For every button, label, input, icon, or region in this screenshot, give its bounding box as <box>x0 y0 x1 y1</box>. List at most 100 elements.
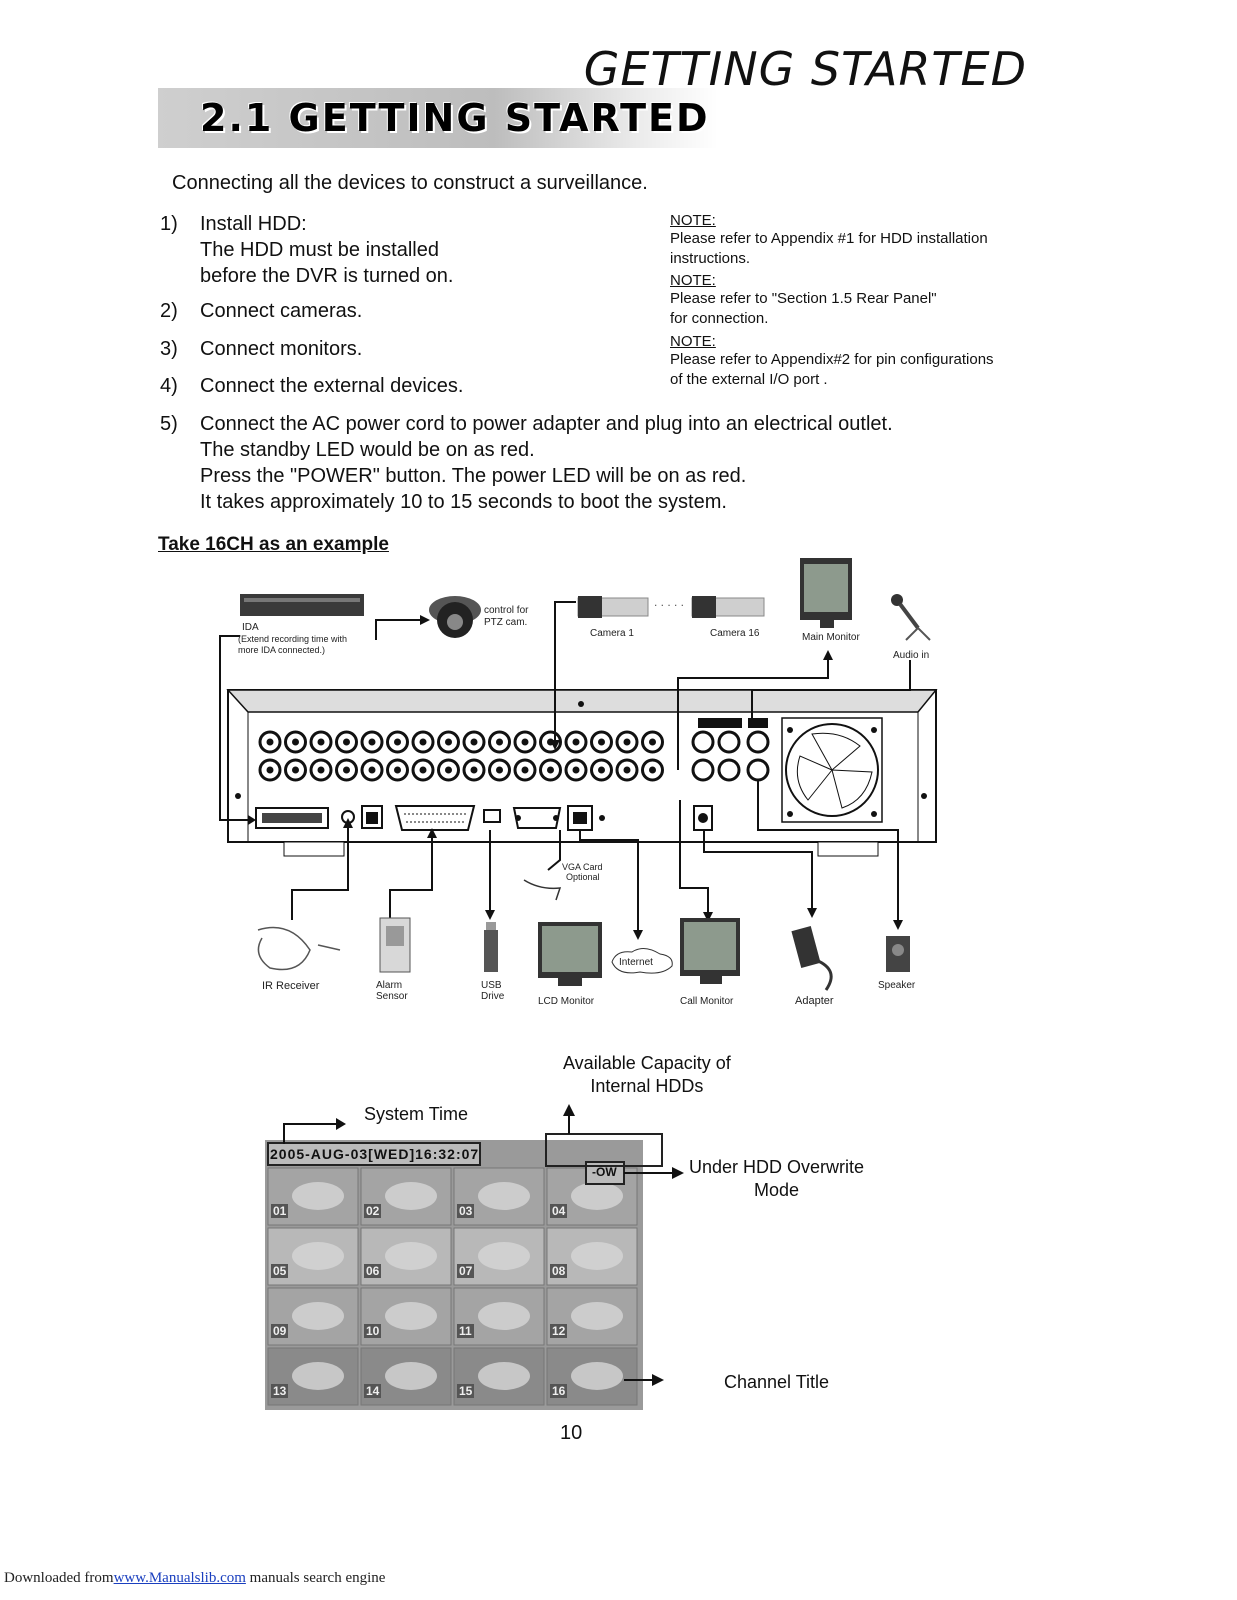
bnc-pin-icon <box>445 738 452 746</box>
camera-image-placeholder <box>571 1182 623 1210</box>
audio-in-label: Audio in <box>893 650 930 661</box>
call-monitor-icon <box>680 918 740 984</box>
camera-image-placeholder <box>292 1362 344 1390</box>
call-monitor-label: Call Monitor <box>680 996 734 1007</box>
bnc-pin-icon <box>623 738 631 746</box>
connection-lines <box>219 601 911 930</box>
step-number: 3) <box>160 338 178 360</box>
step-4: 4)Connect the external devices. <box>160 373 464 399</box>
microphone-icon <box>891 594 931 641</box>
step-2: 2)Connect cameras. <box>160 298 362 324</box>
bnc-pin-icon <box>572 738 580 746</box>
step-3: 3)Connect monitors. <box>160 336 362 362</box>
arrowheads <box>248 615 903 940</box>
osd-channel-number: 09 <box>271 1324 289 1338</box>
bnc-pin-icon <box>292 766 299 774</box>
camera-1-icon <box>577 596 649 618</box>
usb-label-line: USB <box>481 980 502 991</box>
ida-note: (Extend recording time with more IDA con… <box>238 634 347 656</box>
note-text: instructions. <box>670 250 751 267</box>
step-text: The standby LED would be on as red. <box>200 439 535 461</box>
osd-channel-number: 07 <box>457 1264 475 1278</box>
bnc-pin-icon <box>343 766 350 774</box>
timestamp-box <box>267 1142 481 1166</box>
note-2: NOTE: Please refer to "Section 1.5 Rear … <box>670 272 937 329</box>
step-text: before the DVR is turned on. <box>200 265 454 287</box>
vga-label-line: VGA Card <box>562 862 603 872</box>
bnc-pin-icon <box>521 738 529 746</box>
intro-text: Connecting all the devices to construct … <box>172 172 648 194</box>
capacity-label: Available Capacity of Internal HDDs <box>563 1052 731 1098</box>
overwrite-label: Under HDD Overwrite Mode <box>689 1156 864 1202</box>
alarm-label-line: Alarm <box>376 980 403 991</box>
section-banner <box>158 88 718 148</box>
osd-channel-number: 06 <box>364 1264 382 1278</box>
camera-image-placeholder <box>571 1362 623 1390</box>
ida-device-icon <box>240 594 364 616</box>
lcd-monitor-label: LCD Monitor <box>538 996 595 1007</box>
ida-note-line: (Extend recording time with <box>238 634 348 644</box>
bnc-pin-icon <box>649 738 656 746</box>
capacity-box <box>545 1133 663 1167</box>
note-heading: NOTE: <box>670 272 716 289</box>
internet-cloud-icon <box>611 948 673 974</box>
overwrite-label-line: Under HDD Overwrite <box>689 1157 865 1177</box>
osd-arrows <box>283 1116 672 1381</box>
footer-prefix: Downloaded from <box>4 1570 114 1586</box>
footer-link[interactable]: www.Manualslib.com <box>113 1570 246 1586</box>
capacity-label-line: Internal HDDs <box>590 1076 704 1096</box>
step-text: Connect the AC power cord to power adapt… <box>200 413 893 435</box>
bnc-pin-icon <box>598 738 605 746</box>
camera-image-placeholder <box>385 1362 437 1390</box>
osd-channel-number: 13 <box>271 1384 289 1398</box>
ptz-label-line: control for <box>484 605 529 616</box>
ir-receiver-icon <box>257 926 341 971</box>
speaker-label: Speaker <box>878 980 916 991</box>
osd-channel-number: 08 <box>550 1264 568 1278</box>
step-text: Install HDD: <box>200 213 307 235</box>
step-number: 4) <box>160 375 178 397</box>
alarm-label-line: Sensor <box>376 991 408 1002</box>
osd-channel-number: 01 <box>271 1204 289 1218</box>
camera-image-placeholder <box>478 1182 530 1210</box>
note-text: Please refer to Appendix#2 for pin confi… <box>670 351 994 368</box>
footer-suffix: manuals search engine <box>245 1570 386 1586</box>
bnc-loop-out-row <box>258 758 664 782</box>
bnc-pin-icon <box>266 738 274 746</box>
bnc-pin-icon <box>572 766 580 774</box>
ptz-camera-icon <box>429 596 481 638</box>
fan-icon <box>781 717 883 823</box>
osd-channel-number: 03 <box>457 1204 475 1218</box>
bnc-pin-icon <box>547 766 554 774</box>
camera-16-label: Camera 16 <box>710 628 760 639</box>
step-number: 2) <box>160 300 178 322</box>
adapter-icon <box>791 926 833 991</box>
note-text: for connection. <box>670 310 769 327</box>
bnc-pin-icon <box>649 766 656 774</box>
bnc-pin-icon <box>521 766 529 774</box>
bnc-pin-icon <box>419 766 427 774</box>
usb-drive-icon <box>484 922 498 972</box>
bnc-pin-icon <box>496 766 503 774</box>
osd-channel-number: 14 <box>364 1384 382 1398</box>
camera-image-placeholder <box>292 1302 344 1330</box>
bnc-pin-icon <box>623 766 631 774</box>
bnc-pin-icon <box>394 738 401 746</box>
osd-channel-number: 04 <box>550 1204 568 1218</box>
footer: Downloaded fromwww.Manualslib.com manual… <box>4 1570 385 1587</box>
osd-channel-number: 12 <box>550 1324 568 1338</box>
osd-timestamp: 2005-AUG-03[WED]16:32:07 <box>270 1146 480 1162</box>
camera-image-placeholder <box>292 1182 344 1210</box>
osd-channel-number: 11 <box>457 1324 474 1338</box>
osd-channel-number: 10 <box>364 1324 382 1338</box>
connection-diagram: . . . . . <box>219 558 938 991</box>
system-time-label: System Time <box>364 1104 469 1124</box>
main-monitor-icon <box>800 558 852 628</box>
capacity-label-line: Available Capacity of <box>563 1053 731 1073</box>
bnc-pin-icon <box>470 766 478 774</box>
camera-image-placeholder <box>571 1302 623 1330</box>
vga-card-icon <box>523 879 562 901</box>
step-5: 5)Connect the AC power cord to power ada… <box>160 411 893 515</box>
osd-channel-number: 16 <box>550 1384 568 1398</box>
bnc-pin-icon <box>266 766 274 774</box>
